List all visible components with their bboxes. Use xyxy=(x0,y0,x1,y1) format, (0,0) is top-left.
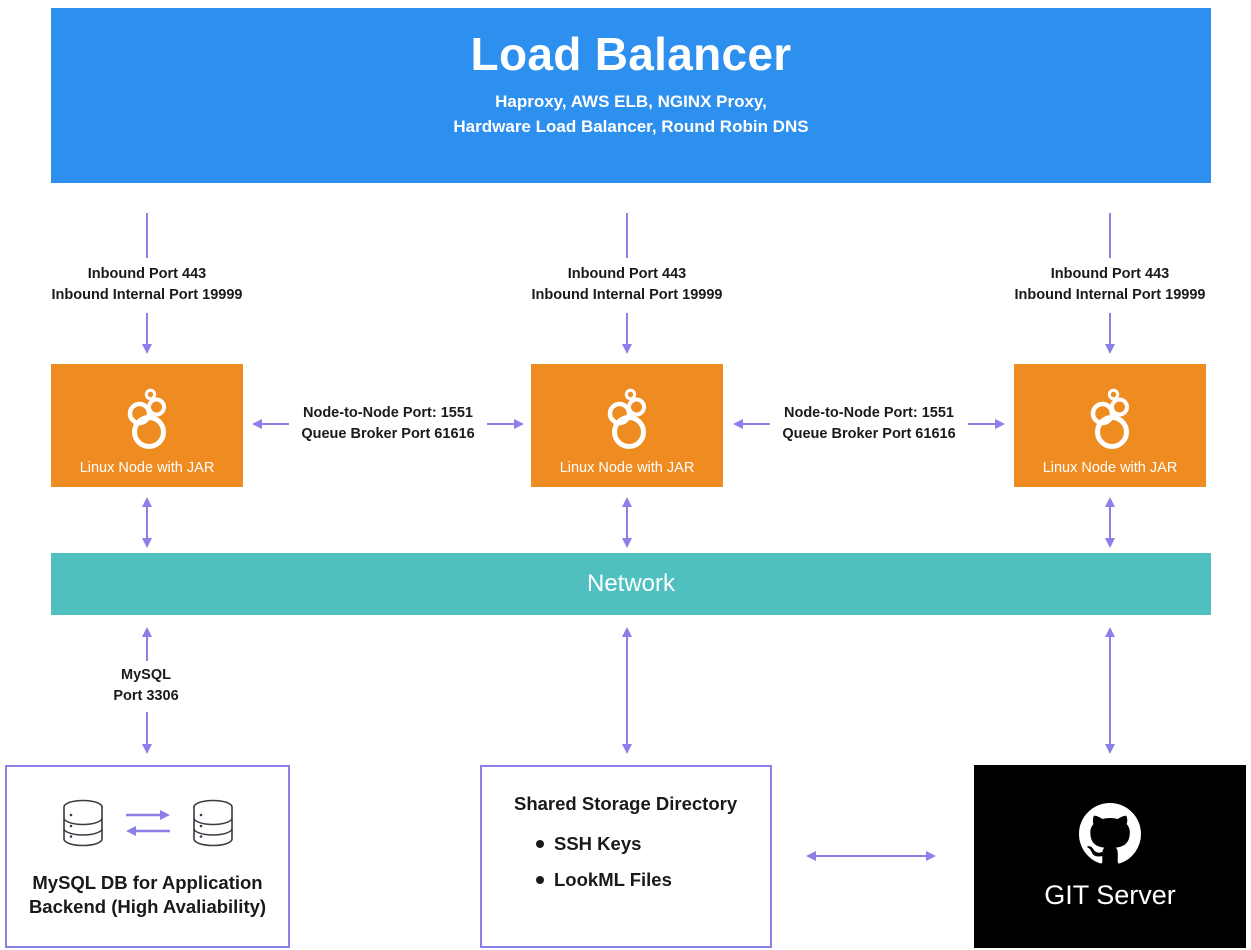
inbound-arrow-down-3 xyxy=(1105,344,1115,354)
storage-arrow-up xyxy=(622,627,632,637)
mysql-line-top xyxy=(146,636,148,661)
node-network-arrow-down-3 xyxy=(1105,538,1115,548)
linux-node-3[interactable]: Linux Node with JAR xyxy=(1014,364,1206,487)
github-octocat-icon xyxy=(1079,802,1141,870)
node-link-2-arrow-left xyxy=(733,419,743,429)
storage-git-arrow-right xyxy=(926,851,936,861)
node-link-2-line-right xyxy=(968,423,996,425)
load-balancer-title: Load Balancer xyxy=(470,27,792,80)
node-link-2-line-1: Node-to-Node Port: 1551 xyxy=(784,405,954,421)
node-link-1-label: Node-to-Node Port: 1551 Queue Broker Por… xyxy=(291,403,485,444)
shared-storage-item-label: LookML Files xyxy=(554,869,672,890)
looker-logo-icon xyxy=(120,387,174,454)
inbound-label-3: Inbound Port 443 Inbound Internal Port 1… xyxy=(985,264,1235,305)
shared-storage-item-lookml-files: LookML Files xyxy=(536,869,770,891)
mysql-arrow-up xyxy=(142,627,152,637)
database-cylinder-icon xyxy=(190,798,236,853)
mysql-link-line-1: MySQL xyxy=(121,667,171,683)
looker-logo-icon xyxy=(600,387,654,454)
node-link-1-line-right xyxy=(487,423,515,425)
network-label: Network xyxy=(586,570,676,597)
storage-git-line xyxy=(815,855,927,857)
node-link-1-line-left xyxy=(261,423,289,425)
node-link-1-line-1: Node-to-Node Port: 1551 xyxy=(303,405,473,421)
storage-arrow-down xyxy=(622,744,632,754)
shared-storage-card[interactable]: Shared Storage Directory SSH Keys LookML… xyxy=(480,765,772,948)
mysql-link-label: MySQL Port 3306 xyxy=(46,665,246,706)
node-link-1-line-2: Queue Broker Port 61616 xyxy=(301,425,475,442)
linux-node-2[interactable]: Linux Node with JAR xyxy=(531,364,723,487)
node-network-line-3 xyxy=(1109,505,1111,539)
inbound-connector-line-top-2 xyxy=(626,213,628,258)
storage-connector-line xyxy=(626,636,628,744)
node-network-arrow-down-1 xyxy=(142,538,152,548)
inbound-connector-line-bottom-2 xyxy=(626,313,628,345)
mysql-database-title-line-1: MySQL DB for Application xyxy=(32,871,263,893)
inbound-connector-line-top-1 xyxy=(146,213,148,258)
git-connector-line xyxy=(1109,636,1111,744)
inbound-label-2-line-2: Inbound Internal Port 19999 xyxy=(531,286,723,303)
inbound-label-2-line-1: Inbound Port 443 xyxy=(567,266,687,282)
inbound-label-3-line-2: Inbound Internal Port 19999 xyxy=(1014,286,1206,303)
git-arrow-down xyxy=(1105,744,1115,754)
load-balancer-subtitle-line-2: Hardware Load Balancer, Round Robin DNS xyxy=(453,116,809,136)
inbound-label-1-line-2: Inbound Internal Port 19999 xyxy=(51,286,243,303)
node-network-arrow-up-2 xyxy=(622,497,632,507)
bullet-icon xyxy=(536,840,544,848)
inbound-label-2: Inbound Port 443 Inbound Internal Port 1… xyxy=(502,264,752,305)
mysql-database-title-line-2: Backend (High Avaliability) xyxy=(28,896,267,917)
inbound-arrow-down-1 xyxy=(142,344,152,354)
node-link-2-label: Node-to-Node Port: 1551 Queue Broker Por… xyxy=(772,403,966,444)
git-arrow-up xyxy=(1105,627,1115,637)
inbound-connector-line-top-3 xyxy=(1109,213,1111,258)
node-link-1-arrow-right xyxy=(514,419,524,429)
node-link-1-arrow-left xyxy=(252,419,262,429)
mysql-arrow-down xyxy=(142,744,152,754)
bidirectional-replication-arrows-icon xyxy=(124,803,172,848)
node-network-arrow-up-1 xyxy=(142,497,152,507)
inbound-connector-line-bottom-1 xyxy=(146,313,148,345)
database-cylinder-icon xyxy=(60,798,106,853)
mysql-link-line-2: Port 3306 xyxy=(113,687,179,704)
node-link-2-line-left xyxy=(742,423,770,425)
node-link-2-arrow-right xyxy=(995,419,1005,429)
network-bar: Network xyxy=(51,553,1211,615)
linux-node-1[interactable]: Linux Node with JAR xyxy=(51,364,243,487)
node-link-2-line-2: Queue Broker Port 61616 xyxy=(782,425,956,442)
inbound-label-1: Inbound Port 443 Inbound Internal Port 1… xyxy=(22,264,272,305)
load-balancer-subtitle-line-1: Haproxy, AWS ELB, NGINX Proxy, xyxy=(495,92,767,111)
database-replication-group xyxy=(60,798,236,853)
node-network-line-1 xyxy=(146,505,148,539)
node-network-line-2 xyxy=(626,505,628,539)
node-network-arrow-up-3 xyxy=(1105,497,1115,507)
shared-storage-item-label: SSH Keys xyxy=(554,833,642,854)
inbound-label-3-line-1: Inbound Port 443 xyxy=(1050,266,1170,282)
node-network-arrow-down-2 xyxy=(622,538,632,548)
git-server-label: GIT Server xyxy=(1044,879,1176,910)
git-server-card[interactable]: GIT Server xyxy=(974,765,1246,948)
linux-node-2-label: Linux Node with JAR xyxy=(559,459,695,476)
storage-git-arrow-left xyxy=(806,851,816,861)
looker-logo-icon xyxy=(1083,387,1137,454)
inbound-connector-line-bottom-3 xyxy=(1109,313,1111,345)
shared-storage-item-ssh-keys: SSH Keys xyxy=(536,833,770,855)
inbound-label-1-line-1: Inbound Port 443 xyxy=(87,266,207,282)
load-balancer-banner: Load Balancer Haproxy, AWS ELB, NGINX Pr… xyxy=(51,8,1211,183)
bullet-icon xyxy=(536,876,544,884)
shared-storage-title: Shared Storage Directory xyxy=(514,793,738,814)
mysql-line-bottom xyxy=(146,712,148,745)
inbound-arrow-down-2 xyxy=(622,344,632,354)
linux-node-1-label: Linux Node with JAR xyxy=(79,459,215,476)
linux-node-3-label: Linux Node with JAR xyxy=(1042,459,1178,476)
mysql-database-card[interactable]: MySQL DB for Application Backend (High A… xyxy=(5,765,290,948)
